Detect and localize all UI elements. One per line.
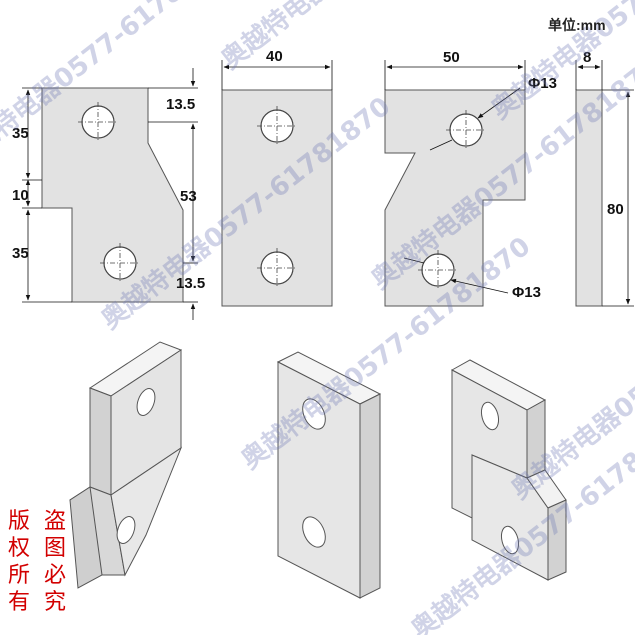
dim-hole-bottom: Φ13 (512, 284, 541, 301)
watermark-text: 奥越特电器0577-61781870 (215, 0, 516, 76)
unit-label: 单位:mm (548, 17, 606, 33)
dim-bottom-offset: 13.5 (176, 275, 205, 292)
straight-plate-iso (276, 351, 382, 599)
dim-middle: 53 (180, 188, 197, 205)
dim-width: 40 (266, 48, 283, 65)
top-hole (78, 102, 118, 142)
offset-plate-right-outline (384, 89, 526, 307)
dim-top-offset: 13.5 (166, 96, 195, 113)
dim-gap: 10 (12, 187, 29, 204)
top-hole (446, 110, 486, 150)
side-view: 8 80 (575, 49, 634, 307)
copyright-column-2: 盗图必究 (44, 509, 66, 615)
bottom-hole (257, 248, 297, 288)
dim-width: 50 (443, 49, 460, 66)
offset-plate-right-view: 50 Φ13 Φ13 (384, 49, 557, 307)
dim-top-hole: 35 (12, 125, 29, 142)
side-plate-outline (575, 89, 603, 307)
dim-hole-top: Φ13 (528, 75, 557, 92)
dim-bottom-hole: 35 (12, 245, 29, 262)
dim-length: 80 (607, 201, 624, 218)
copyright-column-1: 版权所有 (8, 509, 30, 615)
offset-plate-iso-right (450, 359, 567, 581)
dim-thickness: 8 (583, 49, 591, 66)
bottom-hole (100, 243, 140, 283)
offset-plate-iso (69, 341, 183, 589)
bottom-hole (418, 250, 458, 290)
offset-plate-front-view: 35 10 35 13.5 53 13.5 (12, 68, 205, 320)
straight-plate-front-view: 40 (221, 48, 333, 307)
copyright-notice: 版权所有 盗图必究 (8, 509, 66, 615)
top-hole (257, 106, 297, 146)
